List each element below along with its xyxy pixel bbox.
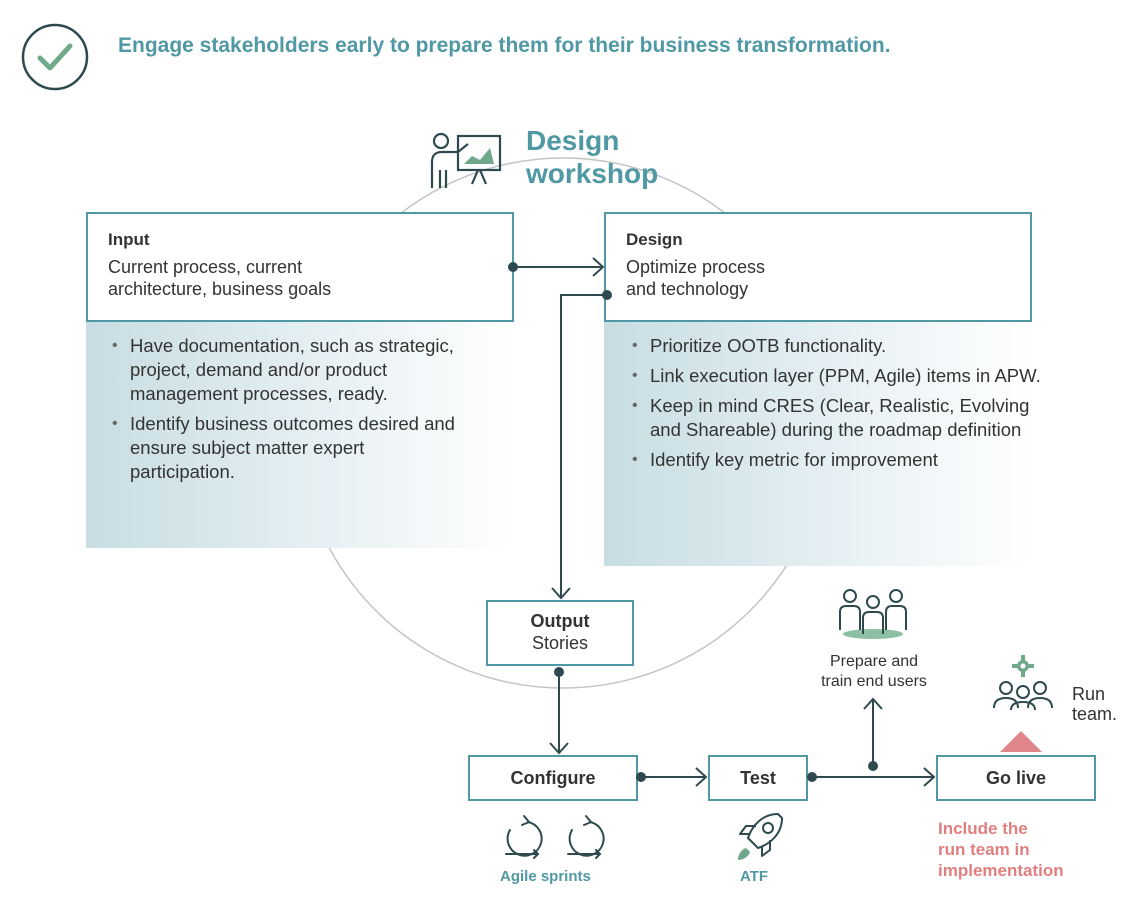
prepare-caption: Prepare and train end users (794, 652, 954, 692)
run-team-caption-line2: team. (1072, 704, 1118, 724)
run-team-icon (993, 655, 1053, 711)
test-box: Test (708, 755, 808, 801)
workshop-title-line2: workshop (526, 158, 659, 189)
presentation-icon (430, 132, 502, 188)
golive-label: Go live (985, 768, 1047, 788)
input-text-line1: Current process, current (108, 257, 303, 277)
configure-label: Configure (510, 768, 596, 788)
design-bullet: Keep in mind CRES (Clear, Realistic, Evo… (628, 394, 1058, 442)
design-bullet: Prioritize OOTB functionality. (628, 334, 1058, 358)
prepare-caption-line1: Prepare and (829, 653, 919, 670)
design-title: Design (626, 230, 683, 249)
users-group-icon (839, 589, 907, 639)
workshop-title: Design workshop (526, 124, 658, 190)
input-box: Input Current process, current architect… (86, 212, 514, 322)
run-team-caption: Run team. (1072, 684, 1117, 724)
golive-box: Go live (936, 755, 1096, 801)
input-bullets: Have documentation, such as strategic, p… (108, 334, 470, 484)
workshop-title-line1: Design (526, 125, 620, 156)
design-bullet: Link execution layer (PPM, Agile) items … (628, 364, 1058, 388)
configure-box: Configure (468, 755, 638, 801)
golive-caption-line2: run team in (938, 840, 1030, 859)
design-bullets-panel (604, 322, 1032, 566)
input-bullet: Identify business outcomes desired and e… (108, 412, 470, 484)
design-to-output-arrow (560, 294, 607, 597)
output-box: Output Stories (486, 600, 634, 666)
golive-caption: Include the run team in implementation (938, 818, 1064, 881)
agile-sprints-caption: Agile sprints (500, 868, 591, 885)
output-title: Output (530, 611, 590, 631)
headline: Engage stakeholders early to prepare the… (118, 34, 891, 57)
agile-sprints-icon (505, 815, 605, 859)
design-text-line1: Optimize process (626, 257, 766, 277)
output-subtitle: Stories (531, 633, 589, 653)
run-team-pointer (1000, 731, 1042, 752)
input-bullet: Have documentation, such as strategic, p… (108, 334, 470, 406)
input-text-line2: architecture, business goals (108, 279, 332, 299)
design-bullet: Identify key metric for improvement (628, 448, 1058, 472)
prepare-caption-line2: train end users (821, 673, 927, 690)
input-title: Input (108, 230, 150, 249)
run-team-caption-line1: Run (1072, 684, 1106, 704)
golive-caption-line1: Include the (938, 819, 1028, 838)
design-bullets: Prioritize OOTB functionality. Link exec… (628, 334, 1058, 472)
test-label: Test (740, 768, 776, 788)
golive-caption-line3: implementation (938, 861, 1064, 880)
rocket-icon (738, 813, 783, 860)
design-box: Design Optimize process and technology (604, 212, 1032, 322)
checkmark-circle-icon (21, 23, 89, 91)
design-text-line2: and technology (626, 279, 749, 299)
atf-caption: ATF (740, 868, 769, 885)
